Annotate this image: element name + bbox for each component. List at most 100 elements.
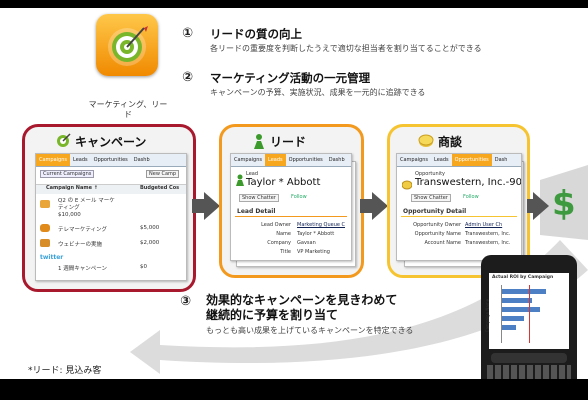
point3-desc: もっとも高い成果を上げているキャンペーンを特定できる bbox=[206, 326, 414, 335]
phone-trackpad bbox=[491, 353, 567, 363]
app-caption: マーケティング、リード bbox=[88, 100, 168, 119]
campaign-panel-title: キャンペーン bbox=[75, 135, 147, 149]
campaign-row-name[interactable]: テレマーケティング bbox=[58, 227, 108, 233]
bottom-bar bbox=[0, 379, 588, 400]
field-label: Opportunity Name bbox=[414, 231, 461, 237]
tab-dashboards[interactable]: Dash bbox=[494, 157, 508, 163]
lead-detail-heading: Lead Detail bbox=[237, 208, 276, 215]
opportunity-record-name: Transwestern, Inc.-900 bbox=[415, 177, 522, 188]
opportunity-record-icon bbox=[401, 175, 413, 190]
tab-campaigns[interactable]: Campaigns bbox=[400, 157, 429, 163]
campaign-row-name[interactable]: Q2 の E メール マーケティング bbox=[58, 198, 115, 211]
phone-chart-marker bbox=[529, 285, 530, 343]
phone-keyboard bbox=[487, 365, 571, 379]
campaign-row-value: $5,000 bbox=[140, 225, 160, 231]
point2-desc: キャンペーンの予算、実施状況、成果を一元的に追跡できる bbox=[210, 88, 426, 97]
phone-chart-bar bbox=[502, 316, 524, 321]
campaign-row-value: $10,000 bbox=[58, 212, 81, 218]
field-value: VP Marketing bbox=[297, 249, 330, 255]
table-header bbox=[36, 184, 186, 194]
campaign-icon bbox=[55, 133, 71, 153]
field-label: Title bbox=[280, 249, 291, 255]
point2-title: マーケティング活動の一元管理 bbox=[210, 71, 371, 85]
tab-leads[interactable]: Leads bbox=[434, 157, 449, 163]
column-budgeted-cost[interactable]: Budgeted Cos bbox=[140, 185, 180, 191]
opportunity-panel-title: 商談 bbox=[438, 135, 463, 149]
campaign-row-name[interactable]: ウェビナーの実施 bbox=[58, 242, 103, 248]
follow-button[interactable]: Follow bbox=[463, 194, 479, 200]
point3-title-line1: 効果的なキャンペーンを見きわめて bbox=[206, 293, 398, 307]
dollar-sign-icon: $ bbox=[552, 184, 576, 224]
tab-campaigns[interactable]: Campaigns bbox=[36, 154, 71, 166]
field-value[interactable]: Marketing Queue C bbox=[297, 222, 346, 228]
phone-axis-label: Campaign Name bbox=[485, 298, 491, 333]
marketing-app-icon bbox=[96, 14, 158, 76]
campaign-row-name[interactable]: 1 週間キャンペーン bbox=[58, 266, 107, 272]
campaign-row-value: $0 bbox=[140, 264, 147, 270]
opportunity-detail-heading: Opportunity Detail bbox=[403, 208, 467, 215]
tab-dashboards[interactable]: Dashb bbox=[133, 157, 150, 163]
lead-panel-title: リード bbox=[270, 135, 307, 149]
tab-leads[interactable]: Leads bbox=[73, 157, 88, 163]
footnote: *リード: 見込み客 bbox=[28, 366, 102, 376]
field-label: Opportunity Owner bbox=[413, 222, 461, 228]
point1-title: リードの質の向上 bbox=[210, 27, 302, 41]
point3-number: ③ bbox=[180, 294, 192, 309]
phone-chart-axis bbox=[501, 285, 502, 343]
twitter-logo: twitter bbox=[40, 254, 64, 261]
tab-opportunities[interactable]: Opportunities bbox=[288, 157, 323, 163]
webinar-icon bbox=[40, 239, 50, 247]
target-icon bbox=[108, 26, 148, 66]
section-divider bbox=[235, 216, 347, 217]
tab-dashboards[interactable]: Dashb bbox=[328, 157, 345, 163]
point1-desc: 各リードの重要度を判断したうえで適切な担当者を割り当てることができる bbox=[210, 44, 482, 53]
email-icon bbox=[40, 200, 50, 208]
phone-icon bbox=[40, 224, 50, 232]
tab-campaigns[interactable]: Campaigns bbox=[234, 157, 263, 163]
point1-number: ① bbox=[182, 26, 194, 41]
lead-record-type: Lead bbox=[246, 171, 259, 177]
field-label: Account Name bbox=[424, 240, 461, 246]
field-label: Name bbox=[276, 231, 291, 237]
tab-opportunities[interactable]: Opportunities bbox=[93, 157, 128, 163]
phone-chart-bar bbox=[502, 307, 540, 312]
tab-opportunities[interactable]: Opportunities bbox=[451, 154, 492, 166]
phone-chart-bar bbox=[502, 289, 546, 294]
lead-person-icon bbox=[252, 133, 266, 153]
smartphone: Actual ROI by Campaign Campaign Name bbox=[481, 255, 577, 379]
phone-chart-title: Actual ROI by Campaign bbox=[492, 275, 554, 280]
lead-record-icon bbox=[236, 171, 244, 186]
column-campaign-name[interactable]: Campaign Name ↑ bbox=[46, 185, 98, 191]
field-label: Lead Owner bbox=[261, 222, 291, 228]
opportunity-coin-icon bbox=[418, 133, 434, 153]
field-value[interactable]: Admin User Ch bbox=[465, 222, 503, 228]
show-chatter-button[interactable]: Show Chatter bbox=[411, 194, 451, 202]
field-value: Transwestern, Inc. bbox=[465, 231, 511, 237]
opportunity-record-type: Opportunity bbox=[415, 171, 446, 177]
point2-number: ② bbox=[182, 70, 194, 85]
phone-screen: Actual ROI by Campaign Campaign Name bbox=[485, 273, 569, 349]
field-value: Gavsan bbox=[297, 240, 316, 246]
section-divider bbox=[401, 216, 517, 217]
phone-chart-bar bbox=[502, 325, 516, 330]
flow-arrow-1 bbox=[192, 192, 220, 220]
lead-record-name: Taylor * Abbott bbox=[246, 177, 321, 188]
view-select[interactable]: Current Campaigns bbox=[40, 170, 95, 178]
flow-arrow-2 bbox=[360, 192, 388, 220]
campaign-row-value: $2,000 bbox=[140, 240, 160, 246]
follow-button[interactable]: Follow bbox=[291, 194, 307, 200]
tab-leads[interactable]: Leads bbox=[265, 154, 286, 166]
field-value: Taylor * Abbott bbox=[297, 231, 335, 237]
top-bar bbox=[0, 0, 588, 8]
new-campaign-button[interactable]: New Camp bbox=[146, 170, 180, 178]
show-chatter-button[interactable]: Show Chatter bbox=[239, 194, 279, 202]
field-label: Company bbox=[267, 240, 291, 246]
